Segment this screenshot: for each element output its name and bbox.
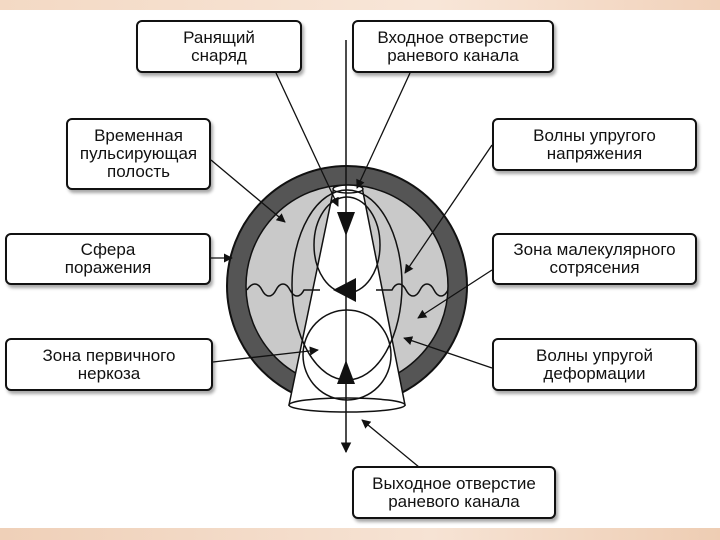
label-exit-hole-text: Выходное отверстие раневого канала [372,473,536,511]
label-elastic-stress: Волны упругого напряжения [492,118,697,171]
leader-elastic-stress [404,144,493,274]
elastic-wave-left [246,283,320,297]
label-exit-hole: Выходное отверстие раневого канала [352,466,556,519]
leader-elastic-deformation [403,336,493,369]
label-molecular-shock-text: Зона малекулярного сотрясения [513,240,676,277]
top-decor-band [0,0,720,10]
label-projectile-text: Ранящий снаряд [183,27,255,65]
label-damage-sphere: Сфера поражения [5,233,211,285]
leader-exit [361,419,426,473]
elastic-wave-right [376,283,449,297]
label-entry-hole: Входное отверстие раневого канала [352,20,554,73]
leader-molecular-shock [417,269,493,319]
label-elastic-deformation: Волны упругой деформации [492,338,697,391]
projectile-arrow-top [337,212,355,236]
label-molecular-shock: Зона малекулярного сотрясения [492,233,697,285]
label-temporary-cavity-text: Временная пульсирующая полость [79,126,198,181]
leader-temporary-cavity [210,159,286,223]
projectile-arrow-bottom [337,360,355,384]
leader-projectile [275,72,339,207]
label-entry-hole-text: Входное отверстие раневого канала [377,27,529,65]
label-elastic-deformation-text: Волны упругой деформации [536,345,653,383]
label-primary-necrosis: Зона первичного неркоза [5,338,213,391]
label-damage-sphere-text: Сфера поражения [64,240,152,277]
leader-entry [356,72,411,189]
label-elastic-stress-text: Волны упругого напряжения [533,125,656,163]
bottom-decor-band [0,528,720,540]
label-temporary-cavity: Временная пульсирующая полость [66,118,211,190]
label-primary-necrosis-text: Зона первичного неркоза [42,345,176,383]
leader-primary-necrosis [212,346,319,363]
label-projectile: Ранящий снаряд [136,20,302,73]
projectile-arrow-middle [333,278,356,302]
exit-rim [288,397,406,413]
temporary-cavity-lower [302,309,392,401]
